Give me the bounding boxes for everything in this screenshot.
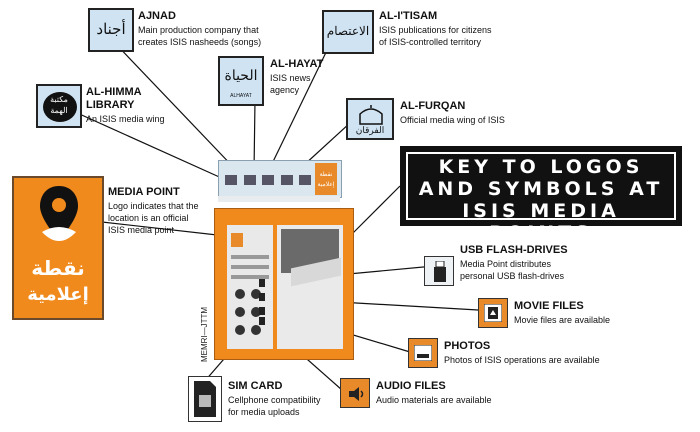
connector-banner (351, 185, 401, 235)
key-banner: KEY TO LOGOS AND SYMBOLS AT ISIS MEDIA P… (400, 146, 682, 244)
mediapoint-logo: نقطة إعلامية (12, 176, 104, 320)
alitisam-desc-line2: of ISIS-controlled territory (379, 37, 482, 47)
kiosk-panel-icon (235, 307, 245, 317)
usb-title: USB FLASH-DRIVES (460, 244, 568, 256)
mediapoint-desc-line1: Logo indicates that the (108, 201, 199, 211)
alfurqan-logo: الفرقان (346, 98, 394, 140)
kiosk-body (214, 208, 354, 360)
alfurqan-logo-glyph: الفرقان (355, 126, 385, 136)
kiosk-strip-logo (262, 175, 274, 185)
key-banner-line2: AND SYMBOLS AT (418, 178, 664, 200)
kiosk-mediapoint-sign: نقطة إعلامية (315, 163, 337, 195)
alhimma-logo-circle (43, 92, 77, 122)
alitisam-desc-line1: ISIS publications for citizens (379, 25, 492, 35)
alitisam-title: AL-I'TISAM (379, 10, 438, 22)
location-pin-icon (40, 186, 78, 241)
ajnad-desc-line2: creates ISIS nasheeds (songs) (138, 37, 262, 47)
kiosk-panel-icon (235, 289, 245, 299)
alitisam-logo: الاعتصام (322, 10, 374, 54)
alhayat-logo-sub: ALHAYAT (230, 93, 252, 99)
ajnad-logo: أجناد (88, 8, 134, 52)
movie-desc: Movie files are available (514, 315, 611, 325)
alhimma-title-line2: LIBRARY (86, 99, 135, 111)
kiosk-panel-text (231, 265, 269, 269)
photos-title: PHOTOS (444, 340, 491, 352)
kiosk-strip-logo (243, 175, 256, 185)
sim-desc-line2: for media uploads (228, 407, 300, 417)
kiosk-panel-icon (251, 325, 261, 335)
mediapoint-desc-line2: location is an official (108, 213, 189, 223)
key-banner-line1: KEY TO LOGOS (438, 156, 644, 178)
alhimma-desc: An ISIS media wing (86, 114, 165, 124)
photos-icon-box (408, 338, 438, 368)
kiosk-logo-strip (225, 175, 311, 187)
kiosk-panel-text (231, 275, 269, 279)
key-banner-border: KEY TO LOGOS AND SYMBOLS AT ISIS MEDIA P… (406, 152, 676, 244)
kiosk-sign-arabic1: نقطة (319, 172, 333, 178)
audio-desc: Audio materials are available (376, 395, 492, 405)
audio-icon-box (340, 378, 370, 408)
sim-icon-box (188, 376, 222, 422)
usb-icon-box (424, 256, 454, 286)
audio-title: AUDIO FILES (376, 380, 446, 392)
connector-mediapoint (101, 221, 227, 237)
kiosk-panel-icon (251, 307, 261, 317)
alhimma-title-line1: AL-HIMMA (86, 86, 142, 98)
kiosk-slot (259, 307, 265, 315)
key-banner-line3: ISIS MEDIA POINTS (462, 200, 620, 244)
alhimma-logo: مكتبة الهمة (36, 84, 82, 128)
sim-title: SIM CARD (228, 380, 283, 392)
photos-desc: Photos of ISIS operations are available (444, 355, 600, 365)
kiosk-panel-icon (235, 325, 245, 335)
kiosk-top-panel: نقطة إعلامية (218, 160, 342, 198)
usb-desc-line1: Media Point distributes (460, 259, 552, 269)
mediapoint-desc-line3: ISIS media point (108, 225, 175, 235)
alhayat-title: AL-HAYAT (270, 58, 324, 70)
alfurqan-desc: Official media wing of ISIS (400, 115, 505, 125)
ajnad-title: AJNAD (138, 10, 176, 22)
connector-alhimma (74, 111, 227, 181)
kiosk-strip-logo (299, 175, 311, 185)
alhayat-desc-line1: ISIS news (270, 73, 311, 83)
usb-desc-line2: personal USB flash-drives (460, 271, 565, 281)
mediapoint-arabic-line1: نقطة (31, 256, 85, 280)
mosque-icon (359, 105, 383, 125)
kiosk-band (218, 196, 340, 202)
mediapoint-title: MEDIA POINT (108, 186, 180, 198)
sim-card-icon (194, 381, 216, 417)
movie-icon-box (478, 298, 508, 328)
kiosk-panel-logo (231, 233, 243, 247)
connector-ajnad (111, 39, 239, 173)
connector-alitisam (267, 39, 333, 173)
kiosk-slot (259, 279, 265, 287)
ajnad-logo-glyph: أجناد (96, 20, 126, 38)
kiosk-strip-logo (280, 175, 293, 185)
kiosk-panel-text (231, 255, 269, 259)
sim-desc-line1: Cellphone compatibility (228, 395, 321, 405)
kiosk-slot (259, 317, 265, 325)
photo-icon (414, 345, 432, 361)
speaker-icon (349, 387, 364, 401)
film-icon (484, 304, 502, 322)
kiosk-slot (259, 293, 265, 301)
alhimma-logo-glyph1: مكتبة (50, 95, 68, 104)
usb-drive-icon (434, 261, 446, 282)
kiosk-panel-icon (251, 289, 261, 299)
alhayat-desc-line2: agency (270, 85, 300, 95)
mediapoint-arabic-line2: إعلامية (27, 284, 89, 305)
alhayat-logo: الحياة ALHAYAT (218, 56, 264, 106)
alfurqan-title: AL-FURQAN (400, 100, 466, 112)
alitisam-logo-glyph: الاعتصام (326, 24, 370, 38)
alhayat-logo-glyph: الحياة (224, 68, 258, 84)
watermark: MEMRI—JTTM (200, 306, 209, 362)
kiosk-sign-arabic2: إعلامية (317, 182, 335, 188)
movie-title: MOVIE FILES (514, 300, 584, 312)
kiosk-strip-logo (225, 175, 237, 185)
ajnad-desc-line1: Main production company that (138, 25, 259, 35)
alhimma-logo-glyph2: الهمة (50, 106, 68, 115)
